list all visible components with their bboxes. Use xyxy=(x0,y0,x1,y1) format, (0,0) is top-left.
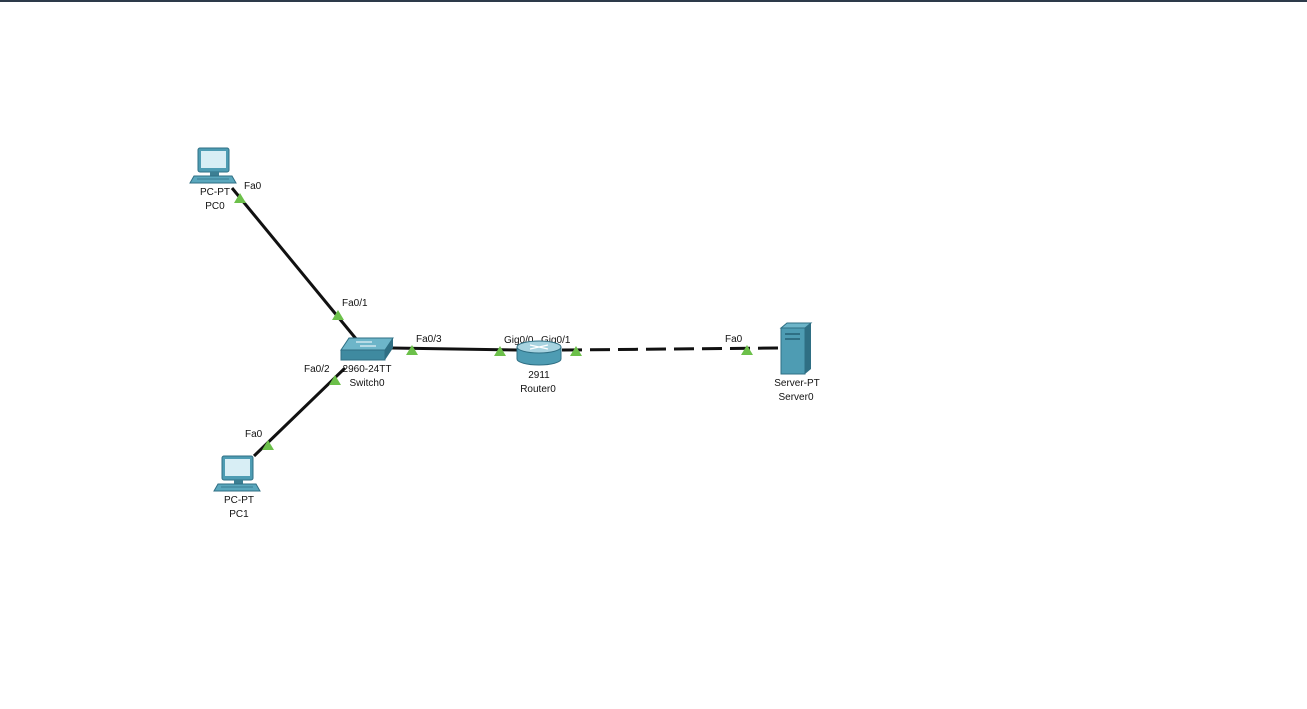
device-name-label: Switch0 xyxy=(349,378,384,389)
port-label-pc0-fa0: Fa0 xyxy=(244,181,262,192)
port-label-sw-fa01: Fa0/1 xyxy=(342,298,368,309)
port-label-sw-fa02: Fa0/2 xyxy=(304,364,330,375)
link-status-sw-fa03 xyxy=(406,345,418,355)
device-pc0[interactable]: PC-PT PC0 xyxy=(189,147,237,212)
device-model-label: Server-PT xyxy=(774,378,820,389)
link-status-pc1-fa0 xyxy=(262,440,274,450)
link-status-sw-fa02 xyxy=(329,375,341,385)
device-pc1[interactable]: PC-PT PC1 xyxy=(213,455,261,520)
pc-icon xyxy=(213,455,261,492)
port-label-r-gig00: Gig0/0 xyxy=(504,335,534,346)
link-status-sw-fa01 xyxy=(332,310,344,320)
device-router0[interactable]: 2911 Router0 xyxy=(516,340,562,395)
device-server0[interactable]: Server-PT Server0 xyxy=(774,322,820,403)
link-status-srv-fa0 xyxy=(741,345,753,355)
link-status-r-gig00 xyxy=(494,346,506,356)
device-name-label: PC1 xyxy=(229,509,249,520)
pc-icon xyxy=(189,147,237,184)
link-status-pc0-fa0 xyxy=(234,193,246,203)
port-label-srv-fa0: Fa0 xyxy=(725,334,743,345)
device-model-label: PC-PT xyxy=(200,187,230,198)
link-pc1-switch0[interactable] xyxy=(252,366,347,458)
port-label-sw-fa03: Fa0/3 xyxy=(416,334,442,345)
device-model-label: 2960-24TT xyxy=(343,364,392,375)
device-model-label: PC-PT xyxy=(224,495,254,506)
port-label-pc1-fa0: Fa0 xyxy=(245,429,263,440)
device-name-label: Server0 xyxy=(778,392,813,403)
device-model-label: 2911 xyxy=(528,370,550,381)
link-status-r-gig01 xyxy=(570,346,582,356)
server-icon xyxy=(779,322,813,375)
router-icon xyxy=(516,340,562,366)
device-name-label: Router0 xyxy=(520,384,556,395)
switch-icon xyxy=(340,337,394,361)
top-border xyxy=(0,0,1307,2)
device-name-label: PC0 xyxy=(205,201,225,212)
device-switch0[interactable]: 2960-24TT Switch0 xyxy=(340,337,394,389)
port-label-r-gig01: Gig0/1 xyxy=(541,335,571,346)
